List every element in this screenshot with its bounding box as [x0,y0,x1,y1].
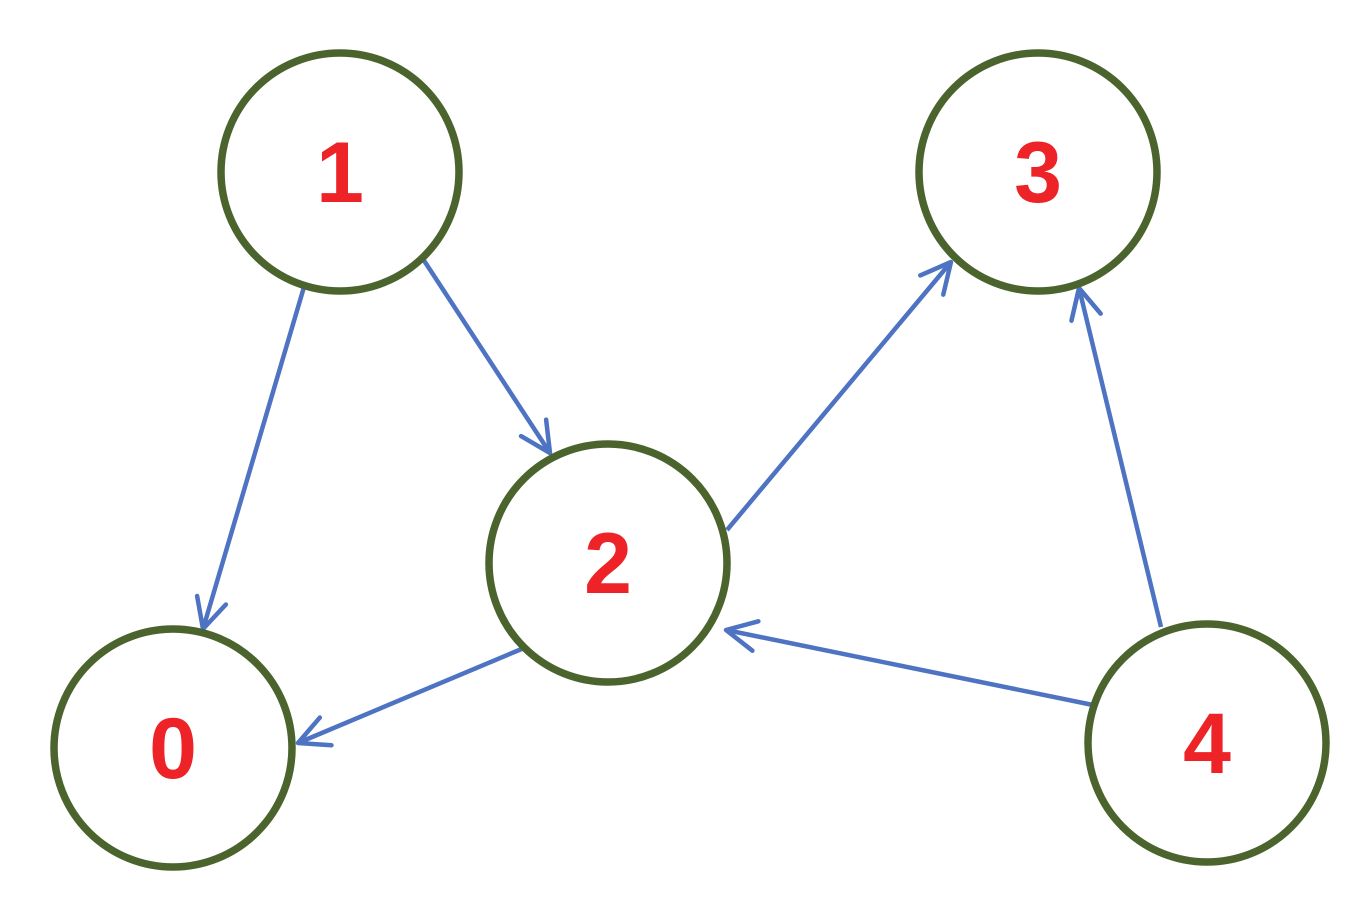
edge-arrow-4-to-2 [723,619,1094,708]
graph-node-2: 2 [485,440,731,686]
graph-node-0: 0 [50,625,296,871]
node-label-0: 0 [149,701,197,797]
node-circle-1 [217,49,463,295]
edge-arrow-1-to-2 [421,257,553,456]
edge-arrow-4-to-3 [1069,285,1164,628]
node-label-1: 1 [316,125,364,221]
node-label-3: 3 [1014,125,1062,221]
edge-arrow-1-to-0 [194,286,307,632]
node-circle-3 [915,49,1161,295]
graph-node-3: 3 [915,49,1161,295]
node-label-4: 4 [1183,696,1231,792]
graph-node-1: 1 [217,49,463,295]
node-label-2: 2 [584,516,632,612]
node-circle-2 [485,440,731,686]
node-circle-4 [1084,620,1330,866]
edge-arrow-2-to-0 [295,645,525,748]
node-circle-0 [50,625,296,871]
graph-node-4: 4 [1084,620,1330,866]
edge-arrow-2-to-3 [725,259,954,532]
